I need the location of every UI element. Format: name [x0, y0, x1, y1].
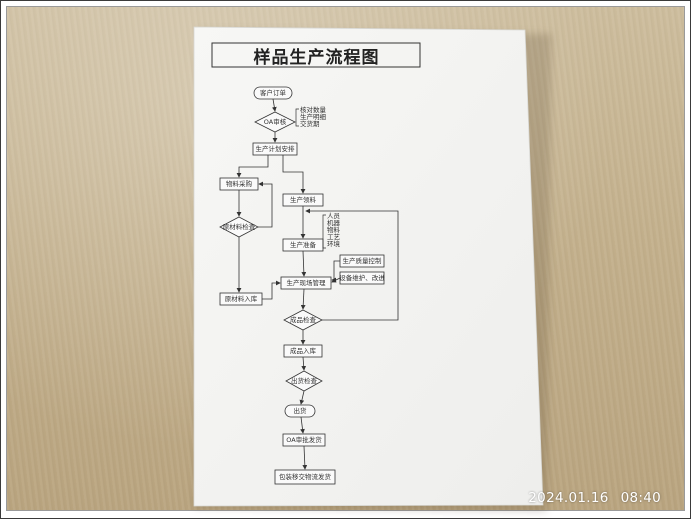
timestamp-time: 08:40 [620, 490, 661, 506]
oa-note-3: 交货期 [300, 120, 320, 128]
oa-to-delivery-arrow [302, 445, 308, 470]
maintenance-to-site-arrow [331, 277, 341, 283]
plan-to-production-arrow [282, 155, 306, 194]
site-manage-label: 生产现场管理 [286, 279, 326, 287]
plan-to-purchase-arrow [236, 155, 269, 178]
oa-note-1: 核对数量 [300, 106, 326, 114]
material-in-to-site-arrow [262, 280, 281, 300]
plan-box [252, 142, 298, 156]
prep-label: 生产准备 [290, 241, 316, 249]
timestamp-date: 2024.01.16 [528, 490, 609, 506]
prep-note-2: 机器 [327, 219, 340, 227]
prep-note-5: 环境 [327, 240, 340, 248]
ship-terminal [284, 404, 316, 418]
prep-note-3: 物料 [327, 226, 340, 234]
production-label: 生产领料 [290, 196, 316, 204]
warehouse-label: 成品入库 [290, 347, 316, 355]
plan-label: 生产计划安排 [255, 145, 295, 153]
prep-note-1: 人员 [327, 212, 340, 220]
maintenance-label: 设备维护、改进 [339, 274, 385, 282]
material-check-label: 原材料检查 [222, 223, 256, 231]
oa-review-label: OA审核 [263, 118, 287, 126]
final-check-label: 成品检查 [290, 316, 316, 324]
order-to-oa-arrow [271, 98, 277, 112]
purchase-label: 物料采购 [226, 180, 252, 188]
title-box [211, 42, 421, 68]
final-feedback-arrow [305, 208, 399, 321]
delivery-label: 包装移交物流发货 [279, 473, 331, 481]
site-to-final-arrow [300, 288, 306, 310]
prep-to-site-arrow [301, 250, 307, 277]
prep-note-4: 工艺 [327, 233, 340, 241]
ship-to-oa-arrow [300, 416, 305, 434]
shipcheck-to-ship-arrow [299, 390, 305, 405]
ship-label: 出货 [293, 407, 307, 415]
delivery-box [274, 469, 336, 485]
oa-ship-label: OA审批发货 [286, 436, 322, 444]
warehouse-to-shipcheck-arrow [301, 356, 307, 371]
photo-timestamp: 2024.01.16 08:40 [528, 490, 661, 506]
material-in-label: 原材料入库 [224, 295, 258, 303]
quality-label: 生产质量控制 [342, 257, 382, 265]
oa-note-2: 生产明细 [300, 113, 326, 121]
check-back-to-purchase-arrow [258, 181, 273, 228]
order-label: 客户订单 [260, 89, 286, 97]
oa-notes-bracket [295, 108, 299, 127]
ship-check-label: 出货检查 [291, 377, 317, 385]
site-manage-box [280, 276, 332, 290]
prep-notes-bracket [322, 214, 326, 249]
sheet-title: 样品生产流程图 [253, 47, 380, 68]
